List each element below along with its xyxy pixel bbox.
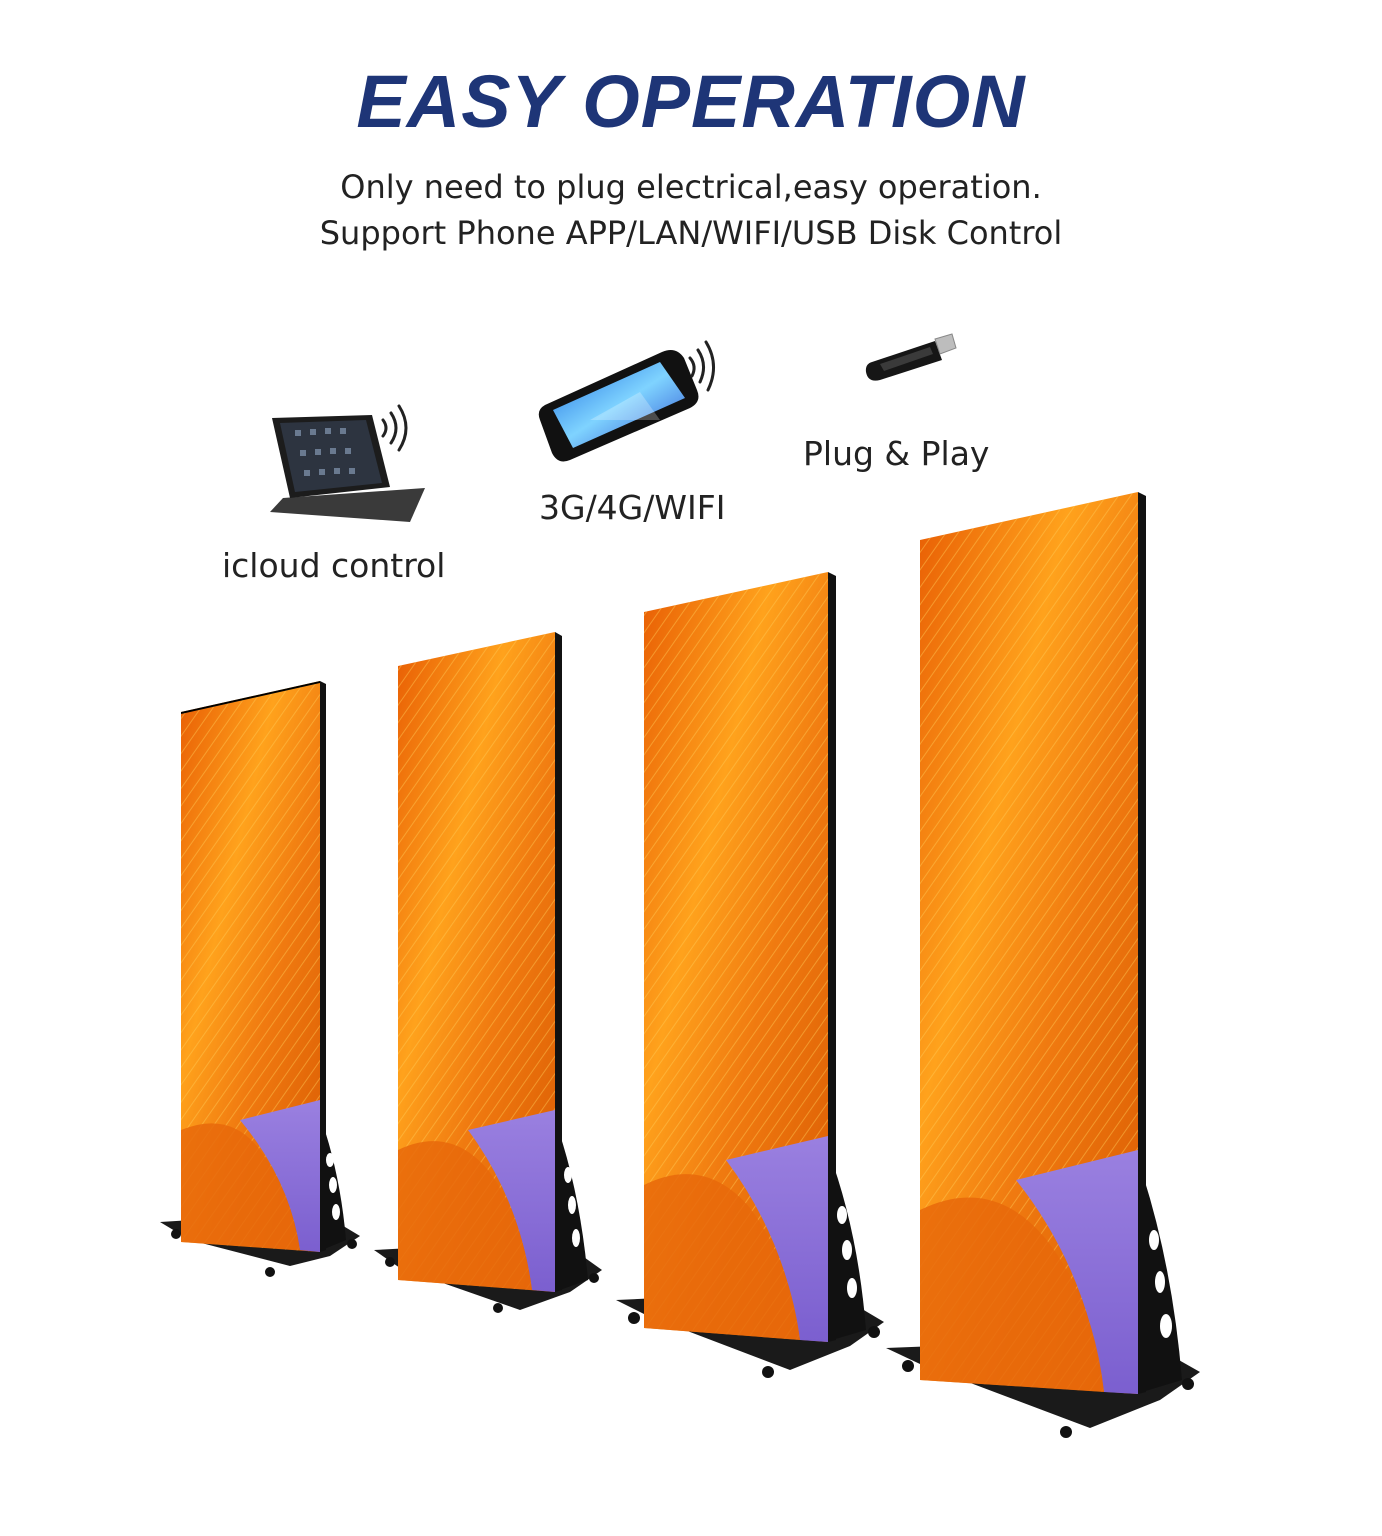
smartphone-icon: [538, 340, 715, 462]
subtitle-line-1: Only need to plug electrical,easy operat…: [340, 168, 1042, 206]
page-title: EASY OPERATION: [356, 60, 1026, 143]
led-poster-large: [616, 572, 884, 1378]
icloud-control-label: icloud control: [222, 546, 446, 585]
subtitle-line-2: Support Phone APP/LAN/WIFI/USB Disk Cont…: [319, 214, 1063, 252]
led-poster-xlarge: [886, 492, 1200, 1438]
led-poster-medium: [374, 632, 602, 1313]
network-label: 3G/4G/WIFI: [539, 488, 726, 527]
usb-drive-icon: [865, 333, 957, 381]
led-poster-small: [160, 681, 360, 1277]
plug-and-play-label: Plug & Play: [803, 434, 990, 473]
tablet-icon: [270, 404, 425, 522]
